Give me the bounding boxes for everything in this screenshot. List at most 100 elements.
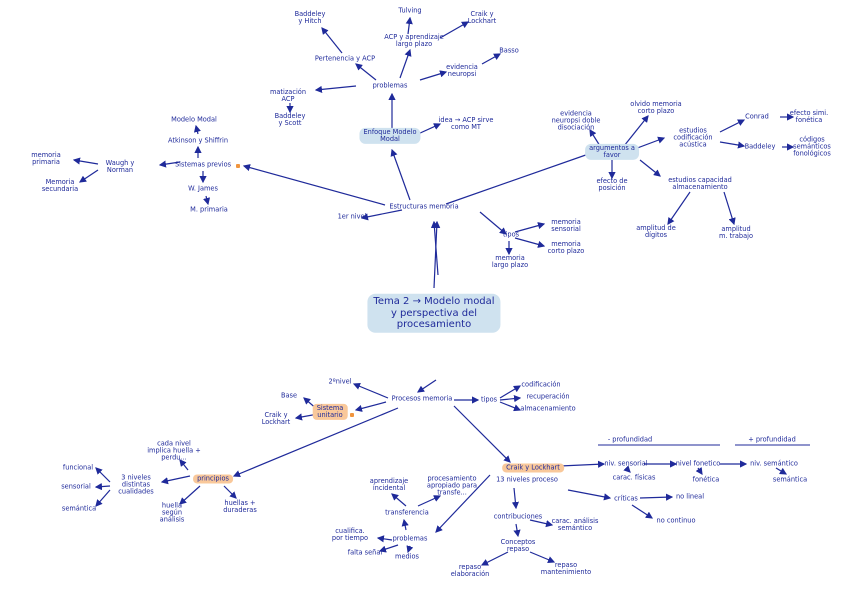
node-tulving: Tulving: [398, 6, 422, 15]
node-argumentos: argumentos a favor: [585, 143, 639, 161]
node-sensorial: sensorial: [61, 482, 91, 491]
node-enfoque: Enfoque Modelo Modal: [359, 127, 421, 145]
connector-arrow: [433, 220, 441, 289]
node-nivel1: 1er nivel: [337, 212, 367, 221]
node-mem-sensorial: memoria sensorial: [551, 217, 581, 233]
node-craik-lockhart-mid: Craik y Lockhart: [261, 410, 291, 426]
node-menos-profundidad: - profundidad: [607, 435, 653, 444]
node-semantica-bot: semántica: [772, 475, 808, 484]
connector-arrow: [514, 222, 546, 233]
node-nivel-semantico: niv. semántico: [750, 459, 798, 468]
connector-arrow: [499, 401, 522, 412]
connector-arrow: [567, 489, 612, 501]
connector-arrow: [445, 148, 602, 205]
node-medios: medios: [395, 552, 419, 561]
node-cualifica: cualifica. por tiempo: [331, 526, 369, 542]
connector-arrow: [439, 21, 470, 39]
node-baddeley-scott: Baddeley y Scott: [274, 111, 306, 127]
connector-arrow: [559, 460, 606, 468]
node-craik-lockhart-top: Craik y Lockhart: [467, 9, 497, 25]
connector-arrow: [399, 48, 412, 79]
connector-arrow: [390, 148, 411, 201]
connector-arrow: [623, 465, 631, 473]
connector-arrow: [223, 485, 237, 499]
node-basso: Basso: [499, 46, 519, 55]
node-idea-acp: idea → ACP sirve como MT: [438, 115, 494, 131]
node-repaso-mantenimiento: repaso mantenimiento: [540, 560, 592, 576]
node-estructuras: Estructuras memoria: [389, 202, 459, 211]
node-cada-nivel: cada nivel implica huella + perdu...: [147, 439, 201, 462]
node-nivel-fonetico: nivel fonetico: [675, 459, 721, 468]
connector-arrow: [723, 191, 736, 226]
connector-arrow: [355, 63, 377, 81]
node-huella: huella según análisis: [159, 501, 185, 524]
connector-arrow: [391, 493, 407, 507]
node-nivel-sensorial: niv. sensorial: [604, 459, 648, 468]
connector-arrow: [511, 487, 519, 510]
connector-arrow: [79, 169, 99, 183]
node-fonetica: fonética: [692, 475, 720, 484]
node-nivel2: 2ºnivel: [328, 377, 352, 386]
connector-arrow: [529, 519, 554, 528]
connector-arrow: [401, 518, 409, 531]
node-base: Base: [280, 391, 298, 400]
node-conrad: Conrad: [745, 112, 769, 121]
node-caract-fisicas: carac. físicas: [612, 473, 656, 482]
node-amplitud-digitos: amplitud de dígitos: [636, 223, 676, 239]
node-niveles-cualidades: 3 niveles distintas cualidades: [118, 473, 154, 496]
connector-arrow: [376, 535, 393, 543]
connector-arrow: [479, 211, 507, 235]
node-sistemas-previos: Sistemas previos: [174, 160, 232, 169]
connector-arrow: [639, 493, 674, 501]
connector-arrow: [481, 53, 502, 65]
connector-arrow: [417, 379, 437, 393]
connector-arrow: [514, 237, 546, 248]
connector-arrow: [499, 385, 522, 399]
node-matizacion: matización ACP: [269, 87, 307, 103]
node-transferencia: transferencia: [385, 508, 429, 517]
connector-arrow: [95, 489, 111, 507]
node-atkinson: Atkinson y Shiffrin: [167, 136, 229, 145]
node-mas-profundidad: + profundidad: [748, 435, 796, 444]
node-niveles-proceso: 13 niveles proceso: [496, 475, 558, 484]
connector-arrow: [160, 475, 191, 485]
node-craik-lockhart-bot: Craik y Lockhart: [502, 463, 564, 473]
connector-arrow: [419, 70, 448, 81]
node-baddeley-hitch: Baddeley y Hitch: [294, 9, 326, 25]
connector-arrow: [354, 401, 387, 412]
connector-arrow: [94, 482, 111, 491]
node-principios: principios: [193, 474, 233, 484]
main-title: Tema 2 → Modelo modal y perspectiva del …: [367, 293, 501, 333]
node-mem-secundaria: Memoria secundaria: [41, 177, 79, 193]
node-pertenencia: Pertenencia y ACP: [314, 54, 376, 63]
node-tipos-bot: tipos: [480, 395, 498, 404]
node-procesamiento-ap: procesamiento apropiado para transfe...: [426, 474, 478, 497]
connector-arrow: [499, 395, 522, 403]
connector-arrow: [513, 523, 521, 538]
node-evidencia-neuro2: evidencia neuropsi doble disociación: [551, 109, 601, 132]
connector-arrow: [435, 474, 491, 533]
connector-arrow: [352, 382, 389, 399]
connector-arrow: [775, 467, 788, 475]
node-efecto-sim: efecto simi. fonética: [789, 108, 829, 124]
connector-arrow: [453, 405, 511, 463]
node-falta-senal: falta señal: [347, 548, 383, 557]
node-codigos: códigos semánticos fonológicos: [793, 135, 831, 158]
connector-arrow: [695, 467, 703, 475]
connector-arrow: [158, 160, 181, 168]
connector-arrow: [417, 495, 442, 507]
node-mem-primaria: memoria primaria: [31, 150, 61, 166]
connector-arrow: [179, 485, 201, 505]
connector-arrow: [314, 85, 357, 93]
node-estudios-cod: estudios codificación acústica: [673, 126, 713, 149]
connector-arrow: [72, 157, 99, 165]
node-problemas-bot: problemas: [392, 534, 428, 543]
node-baddeley2: Baddeley: [744, 142, 776, 151]
node-conceptos-repaso: Conceptos repaso: [500, 537, 536, 553]
connector-arrow: [417, 123, 442, 135]
node-mem-corto: memoria corto plazo: [547, 239, 585, 255]
node-contribuciones: contribuciones: [493, 512, 543, 521]
node-efecto-posicion: efecto de posición: [596, 176, 628, 192]
